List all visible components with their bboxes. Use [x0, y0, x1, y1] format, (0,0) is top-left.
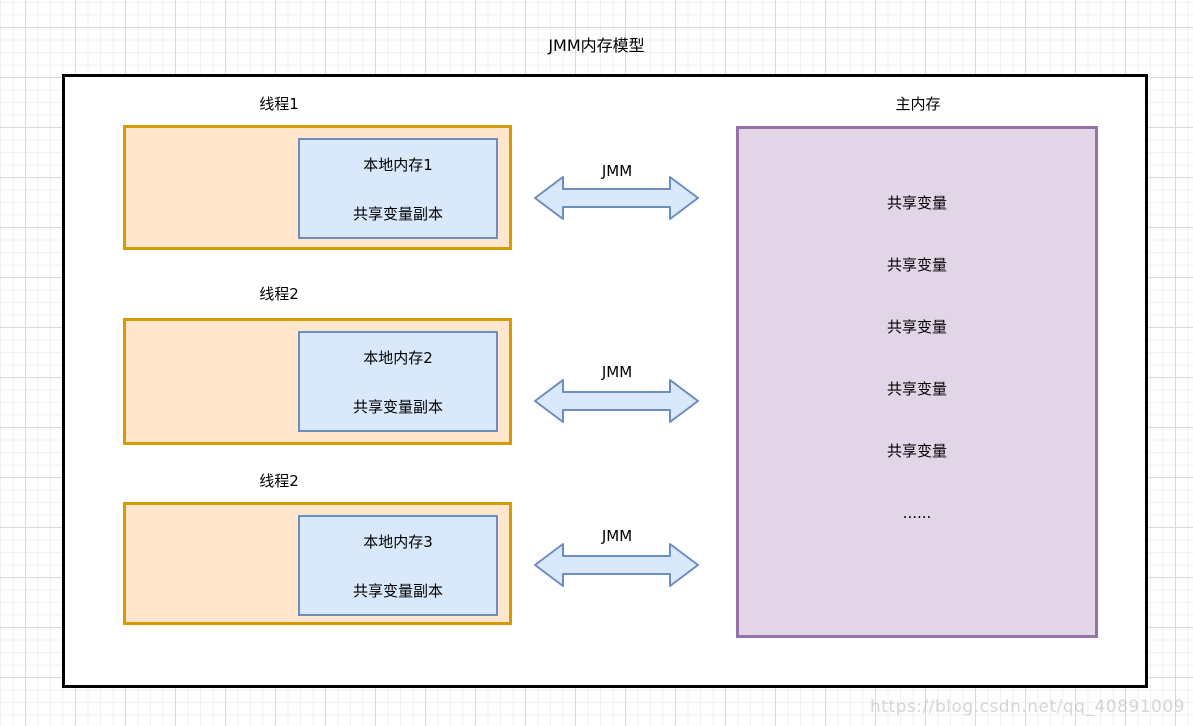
watermark: https://blog.csdn.net/qq_40891009	[870, 697, 1185, 717]
local-memory-2-title: 本地内存2	[363, 348, 433, 367]
shared-variable: 共享变量	[886, 194, 947, 212]
local-memory-1-box: 本地内存1 共享变量副本	[298, 138, 498, 239]
thread-3-label: 线程2	[259, 472, 299, 490]
thread-2-box: 本地内存2 共享变量副本	[123, 318, 512, 445]
thread-1-box: 本地内存1 共享变量副本	[123, 125, 512, 250]
jmm-arrow-2-label: JMM	[601, 363, 633, 381]
local-memory-3-copy: 共享变量副本	[352, 581, 443, 600]
double-arrow-icon	[534, 379, 699, 423]
local-memory-2-box: 本地内存2 共享变量副本	[298, 331, 498, 432]
jmm-arrow-1-label: JMM	[601, 162, 633, 180]
thread-2-label: 线程2	[259, 285, 299, 303]
local-memory-2-copy: 共享变量副本	[352, 397, 443, 416]
double-arrow-icon	[534, 176, 699, 220]
diagram-title: JMM内存模型	[548, 36, 645, 55]
main-memory-box: 共享变量 共享变量 共享变量 共享变量 共享变量 ......	[736, 126, 1098, 638]
local-memory-1-title: 本地内存1	[363, 155, 433, 174]
thread-3-box: 本地内存3 共享变量副本	[123, 502, 512, 625]
local-memory-1-copy: 共享变量副本	[352, 204, 443, 223]
double-arrow-icon	[534, 543, 699, 587]
main-memory-label: 主内存	[895, 95, 941, 113]
shared-variable: 共享变量	[886, 256, 947, 274]
local-memory-3-title: 本地内存3	[363, 532, 433, 551]
shared-variable: 共享变量	[886, 380, 947, 398]
shared-variable: 共享变量	[886, 318, 947, 336]
jmm-arrow-3-label: JMM	[601, 527, 633, 545]
thread-1-label: 线程1	[259, 95, 299, 113]
shared-variable: 共享变量	[886, 442, 947, 460]
local-memory-3-box: 本地内存3 共享变量副本	[298, 515, 498, 616]
shared-variable-ellipsis: ......	[902, 504, 932, 522]
